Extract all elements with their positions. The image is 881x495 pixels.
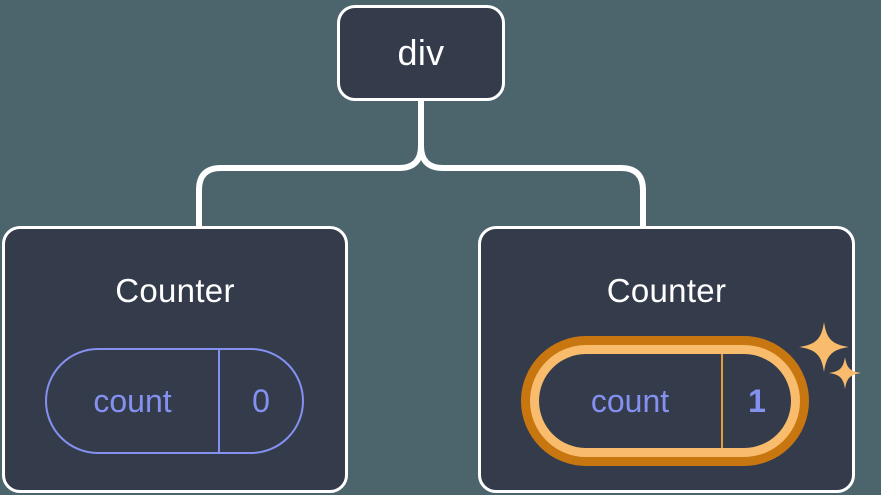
state-pill-inner: count 1 (539, 354, 791, 448)
node-counter-left-label: Counter (115, 272, 235, 309)
edge-to-right-child (418, 143, 646, 229)
sparkle-icon (799, 322, 849, 372)
node-root-div[interactable]: div (337, 5, 505, 101)
node-counter-right-label: Counter (606, 272, 727, 309)
node-root-label: div (397, 32, 445, 73)
state-pill-value: 1 (748, 383, 766, 419)
state-pill-name: count (539, 354, 723, 448)
state-pill-name: count (47, 350, 220, 452)
sparkle-icon (829, 357, 861, 389)
state-pill-count-left[interactable]: count 0 (45, 348, 304, 454)
state-pill-count-right-highlighted[interactable]: count 1 (521, 336, 809, 466)
state-pill-value: 0 (252, 383, 270, 419)
node-counter-right[interactable]: Counter count 1 (478, 226, 861, 493)
node-counter-left[interactable]: Counter count 0 (2, 226, 348, 493)
edge-to-left-child (196, 143, 424, 229)
